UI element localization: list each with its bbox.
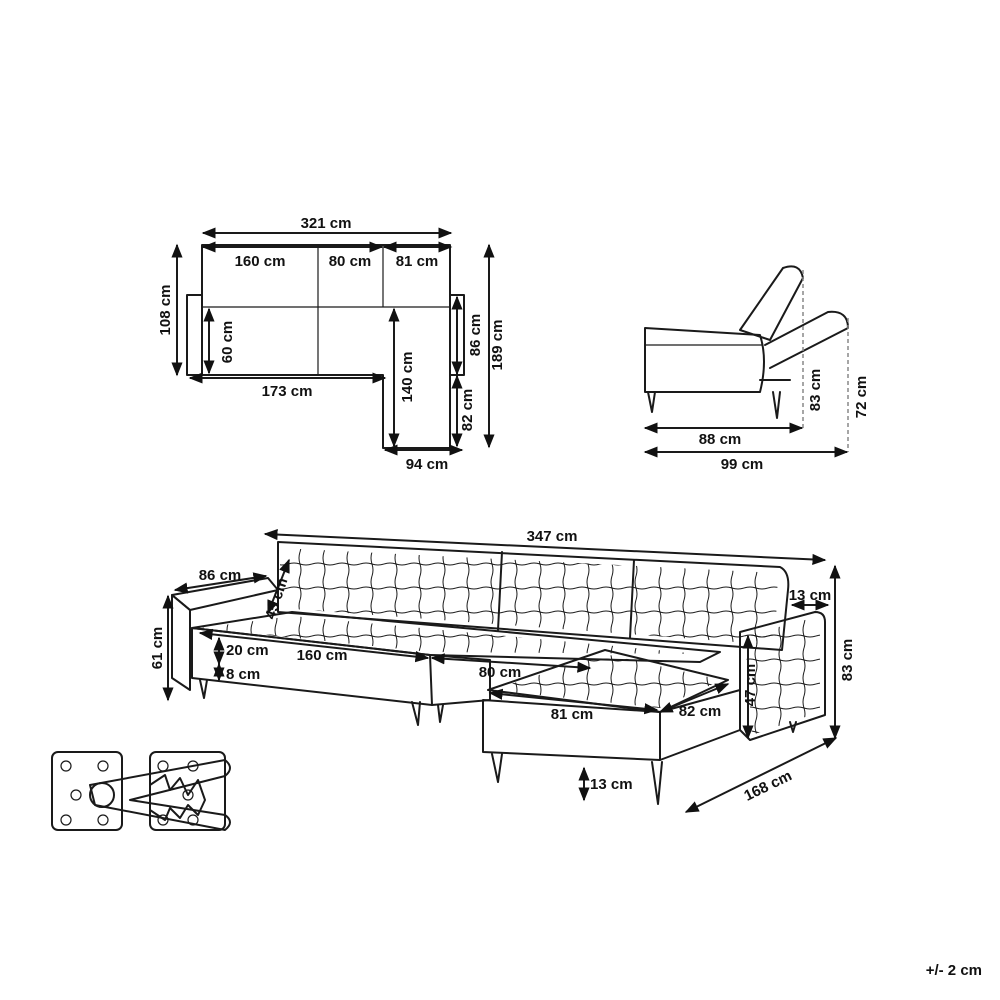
hinge-detail — [51, 751, 231, 831]
label-82-top: 82 cm — [459, 389, 476, 432]
top-view: 321 cm 160 cm 80 cm 81 cm 108 cm 60 cm 1… — [157, 215, 506, 473]
label-86: 86 cm — [467, 314, 484, 357]
side-seat — [644, 327, 765, 393]
top-outline — [201, 244, 451, 449]
hinge-pivot — [89, 782, 115, 808]
leg-3 — [437, 704, 444, 723]
label-160: 160 cm — [235, 253, 286, 270]
side-back-reclined — [764, 310, 849, 369]
label-173: 173 cm — [262, 383, 313, 400]
leg-2 — [411, 701, 421, 726]
dim-line-81p — [488, 688, 659, 715]
label-347: 347 cm — [527, 528, 578, 545]
left-arm-front — [171, 594, 191, 691]
label-13a: 13 cm — [789, 587, 832, 604]
side-view: 88 cm 99 cm 83 cm 72 cm — [643, 265, 870, 473]
perspective-view: 347 cm 86 cm 45 cm 13 cm 61 cm 20 cm 160… — [149, 528, 856, 813]
dim-line-347 — [263, 528, 827, 566]
label-108: 108 cm — [157, 285, 174, 336]
hinge-plate-left — [51, 751, 123, 831]
leg-1 — [199, 679, 208, 699]
right-arm — [739, 611, 826, 741]
label-83p: 83 cm — [839, 639, 856, 682]
seat-tufting — [200, 616, 700, 654]
label-321: 321 cm — [301, 215, 352, 232]
label-99: 99 cm — [721, 456, 764, 473]
label-72: 72 cm — [853, 376, 870, 419]
leg-5 — [651, 761, 663, 805]
hinge-screws — [60, 760, 199, 826]
label-60: 60 cm — [219, 321, 236, 364]
label-189: 189 cm — [489, 320, 506, 371]
label-81: 81 cm — [396, 253, 439, 270]
back-split-2 — [629, 559, 635, 639]
hinge-teeth — [149, 774, 206, 821]
dim-line-160p — [198, 628, 430, 663]
hinge-arm — [89, 759, 231, 831]
dim-line-45 — [267, 558, 290, 615]
label-80p: 80 cm — [479, 664, 522, 681]
side-leg-left — [647, 391, 656, 413]
tolerance-note: +/- 2 cm — [926, 962, 982, 979]
label-8: 8 cm — [226, 666, 260, 683]
label-86p: 86 cm — [199, 567, 242, 584]
dim-line-86p — [173, 572, 268, 594]
label-20: 20 cm — [226, 642, 269, 659]
label-83-side: 83 cm — [807, 369, 824, 412]
dim-line-82p — [658, 683, 730, 713]
leg-4 — [491, 753, 503, 783]
label-61: 61 cm — [149, 627, 166, 670]
label-13b: 13 cm — [590, 776, 633, 793]
right-arm-tufting — [745, 616, 820, 735]
label-168: 168 cm — [741, 767, 794, 805]
dim-line-80p — [430, 653, 592, 673]
label-47: 47 cm — [742, 664, 759, 707]
side-leg-right — [772, 391, 781, 419]
label-82p: 82 cm — [679, 703, 722, 720]
label-88: 88 cm — [699, 431, 742, 448]
label-94: 94 cm — [406, 456, 449, 473]
leg-6 — [789, 721, 797, 733]
label-140: 140 cm — [399, 352, 416, 403]
top-left-arm — [186, 294, 203, 376]
backrest-tufting — [280, 548, 778, 645]
dim-line-168 — [684, 737, 838, 813]
label-81p: 81 cm — [551, 706, 594, 723]
label-80: 80 cm — [329, 253, 372, 270]
label-160p: 160 cm — [297, 647, 348, 664]
